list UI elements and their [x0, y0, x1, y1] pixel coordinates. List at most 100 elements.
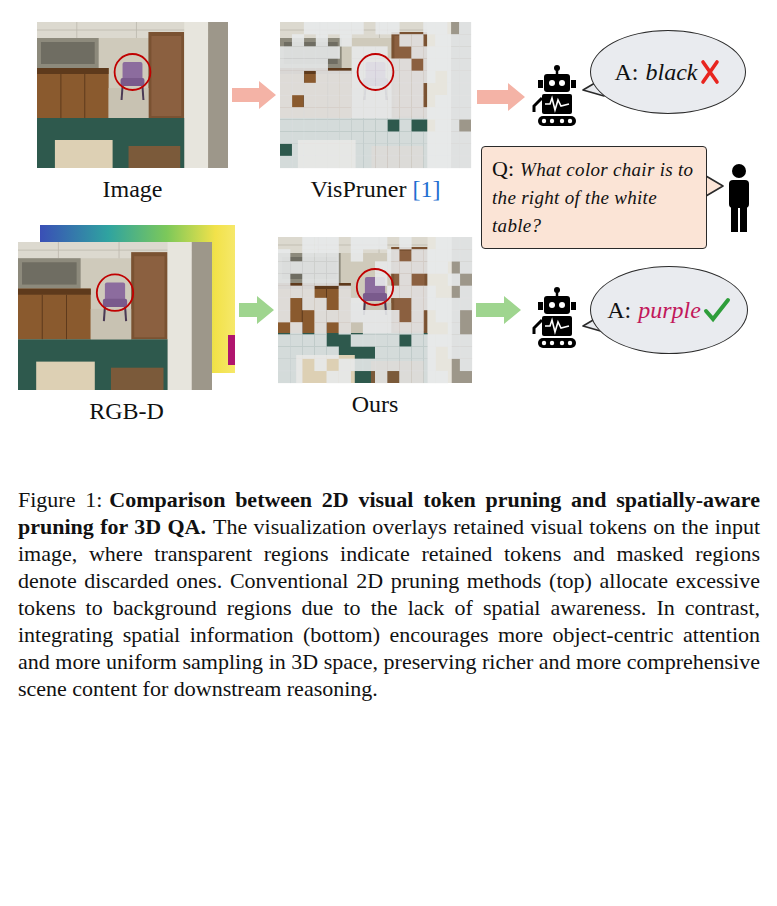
discarded-token: [304, 119, 316, 131]
discarded-token: [448, 249, 460, 261]
discarded-token: [435, 95, 447, 107]
answer-prefix: A:: [607, 297, 631, 324]
discarded-token: [352, 22, 364, 34]
discarded-token: [316, 95, 328, 107]
discarded-token: [399, 71, 411, 83]
discarded-token: [340, 22, 352, 34]
discarded-token: [340, 156, 352, 168]
discarded-token: [340, 107, 352, 119]
discarded-token: [339, 322, 351, 334]
discarded-token: [302, 347, 314, 359]
discarded-token: [399, 119, 411, 131]
discarded-token: [387, 22, 399, 34]
discarded-token: [423, 22, 435, 34]
discarded-token: [316, 59, 328, 71]
discarded-token: [364, 107, 376, 119]
discarded-token: [460, 298, 472, 310]
discarded-token: [436, 298, 448, 310]
flow-arrow: [239, 296, 274, 324]
discarded-token: [423, 59, 435, 71]
discarded-token: [448, 237, 460, 249]
discarded-token: [436, 249, 448, 261]
bubble-tail: [706, 176, 723, 196]
discarded-token: [290, 347, 302, 359]
discarded-token: [399, 156, 411, 168]
discarded-token: [314, 347, 326, 359]
discarded-token: [340, 95, 352, 107]
discarded-token: [340, 119, 352, 131]
rgbd-image: RGB-D: [18, 225, 235, 390]
discarded-token: [399, 359, 411, 371]
discarded-token: [411, 286, 423, 298]
discarded-token: [351, 359, 363, 371]
pruned-image: Ours: [278, 237, 472, 383]
discarded-token: [304, 132, 316, 144]
discarded-token: [316, 144, 328, 156]
discarded-token: [292, 107, 304, 119]
discarded-token: [304, 144, 316, 156]
discarded-token: [316, 83, 328, 95]
discarded-token: [459, 107, 471, 119]
discarded-token: [340, 34, 352, 46]
discarded-token: [375, 347, 387, 359]
highlight-circle: [358, 54, 394, 90]
discarded-token: [376, 59, 388, 71]
discarded-token: [460, 359, 472, 371]
robot-icon: [534, 65, 576, 126]
discarded-token: [424, 347, 436, 359]
discarded-token: [399, 144, 411, 156]
discarded-token: [364, 95, 376, 107]
discarded-token: [435, 107, 447, 119]
discarded-token: [460, 261, 472, 273]
discarded-token: [292, 119, 304, 131]
discarded-token: [352, 107, 364, 119]
discarded-token: [328, 144, 340, 156]
discarded-token: [399, 274, 411, 286]
discarded-token: [339, 371, 351, 383]
discarded-token: [411, 71, 423, 83]
discarded-token: [302, 286, 314, 298]
discarded-token: [387, 144, 399, 156]
discarded-token: [327, 274, 339, 286]
question-bubble: Q:What color chair is to the right of th…: [481, 146, 707, 249]
discarded-token: [314, 334, 326, 346]
discarded-token: [423, 107, 435, 119]
discarded-token: [448, 347, 460, 359]
discarded-token: [278, 298, 290, 310]
discarded-token: [304, 156, 316, 168]
discarded-token: [280, 132, 292, 144]
scene-illustration: [37, 22, 228, 168]
discarded-token: [328, 83, 340, 95]
discarded-token: [352, 46, 364, 58]
discarded-token: [411, 310, 423, 322]
discarded-token: [364, 144, 376, 156]
discarded-token: [423, 71, 435, 83]
discarded-token: [459, 46, 471, 58]
discarded-token: [364, 132, 376, 144]
discarded-token: [459, 132, 471, 144]
discarded-token: [424, 286, 436, 298]
discarded-token: [375, 371, 387, 383]
answer-bubble: A:purple: [590, 266, 748, 354]
discarded-token: [292, 59, 304, 71]
discarded-token: [280, 46, 292, 58]
discarded-token: [339, 359, 351, 371]
discarded-token: [364, 71, 376, 83]
discarded-token: [352, 144, 364, 156]
discarded-token: [340, 144, 352, 156]
discarded-token: [363, 310, 375, 322]
input-image: Image: [37, 22, 228, 168]
discarded-token: [436, 237, 448, 249]
flow-arrow: [477, 83, 525, 111]
discarded-token: [435, 22, 447, 34]
scene-illustration: [18, 242, 212, 390]
highlight-circle: [115, 54, 151, 90]
discarded-token: [423, 156, 435, 168]
discarded-token: [376, 71, 388, 83]
discarded-token: [280, 59, 292, 71]
discarded-token: [399, 95, 411, 107]
discarded-token: [327, 310, 339, 322]
figure-number: Figure 1:: [18, 487, 102, 512]
discarded-token: [280, 107, 292, 119]
discarded-token: [399, 237, 411, 249]
